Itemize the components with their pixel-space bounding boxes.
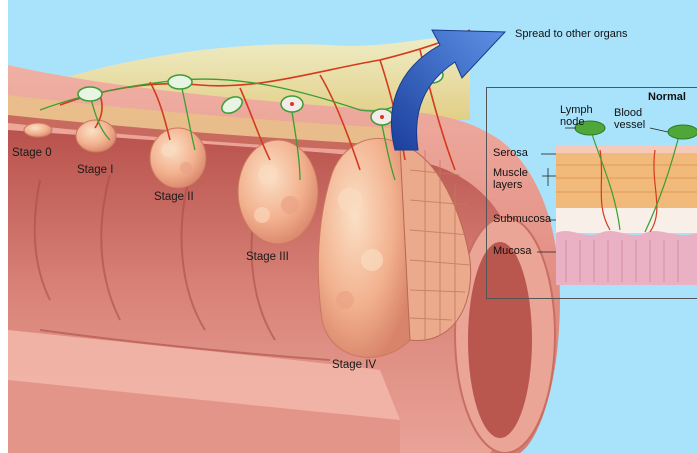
stage-3-label: Stage III [246, 251, 289, 263]
stage-4-label: Stage IV [332, 359, 376, 371]
inset-title: Normal [648, 91, 686, 103]
tumor-stage-0 [24, 123, 52, 137]
tumor-stage-2 [150, 128, 206, 188]
left-frame [0, 0, 8, 453]
muscle-layers-label: Muscle layers [493, 167, 543, 191]
spread-label: Spread to other organs [515, 28, 628, 40]
mucosa-label: Mucosa [493, 245, 532, 257]
stage-2-label: Stage II [154, 191, 194, 203]
submucosa-label: Submucosa [493, 213, 551, 225]
stage-0-label: Stage 0 [12, 147, 52, 159]
stage-1-label: Stage I [77, 164, 113, 176]
tumor-stage-3 [238, 140, 318, 244]
serosa-label: Serosa [493, 147, 528, 159]
blood-vessel-label: Blood vessel [614, 107, 654, 131]
lymph-node-label: Lymph node [560, 104, 596, 128]
